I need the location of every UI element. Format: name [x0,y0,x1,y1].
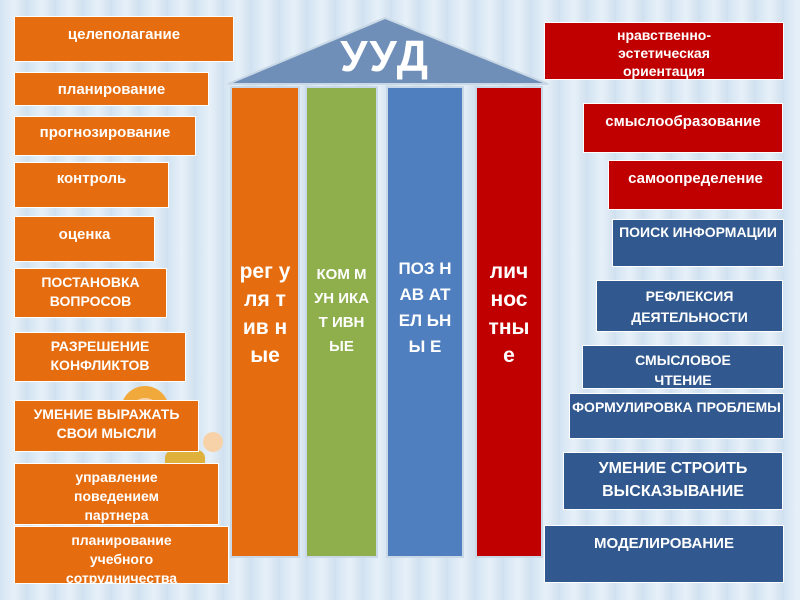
left-item-label: РАЗРЕШЕНИЕ КОНФЛИКТОВ [15,337,185,375]
left-item-asking-questions: ПОСТАНОВКА ВОПРОСОВ [14,268,167,318]
pillar-regulative-label: рег уля тив ные [239,258,291,556]
right-item-problem-formulation: ФОРМУЛИРОВКА ПРОБЛЕМЫ [569,393,784,439]
left-item-forecasting: прогнозирование [14,116,196,156]
pillar-cognitive: ПОЗ НАВ АТЕЛ ЬНЫ Е [386,86,464,558]
left-item-label: оценка [15,225,154,244]
pillar-communicative: КОМ МУН ИКАТ ИВН ЫЕ [305,86,378,558]
right-item-label: самоопределение [609,169,782,188]
right-item-label: МОДЕЛИРОВАНИЕ [545,534,783,553]
right-item-label: смыслообразование [584,112,782,131]
right-item-label: ПОИСК ИНФОРМАЦИИ [613,223,783,242]
right-item-meaning-formation: смыслообразование [583,103,783,153]
right-item-modeling: МОДЕЛИРОВАНИЕ [544,525,784,583]
right-item-label: РЕФЛЕКСИЯ ДЕЯТЕЛЬНОСТИ [597,286,782,328]
pillar-cognitive-label: ПОЗ НАВ АТЕЛ ЬНЫ Е [395,256,455,556]
left-item-goal-setting: целеполагание [14,16,234,62]
right-item-label: СМЫСЛОВОЕ ЧТЕНИЕ [583,350,783,389]
pillar-personal: лич нос тны е [475,86,543,558]
left-item-partner-behavior: управление поведением партнера [14,463,219,525]
right-item-reflection: РЕФЛЕКСИЯ ДЕЯТЕЛЬНОСТИ [596,280,783,332]
left-item-evaluation: оценка [14,216,155,262]
pillar-personal-label: лич нос тны е [484,258,534,556]
right-item-label: ФОРМУЛИРОВКА ПРОБЛЕМЫ [570,397,783,417]
roof-title: УУД [300,32,470,82]
left-item-label: планирование учебного сотрудничества [15,531,228,584]
right-item-label: УМЕНИЕ СТРОИТЬ ВЫСКАЗЫВАНИЕ [564,457,782,503]
right-item-label: нравственно-эстетическая ориентация [545,26,783,80]
left-item-label: управление поведением партнера [15,468,218,525]
right-item-self-determination: самоопределение [608,160,783,210]
right-item-information-search: ПОИСК ИНФОРМАЦИИ [612,219,784,267]
pillar-communicative-label: КОМ МУН ИКАТ ИВН ЫЕ [314,263,370,556]
pillar-regulative: рег уля тив ные [230,86,300,558]
left-item-label: целеполагание [15,25,233,44]
left-item-conflict-resolution: РАЗРЕШЕНИЕ КОНФЛИКТОВ [14,332,186,382]
left-item-label: ПОСТАНОВКА ВОПРОСОВ [15,273,166,311]
left-item-label: контроль [15,169,168,188]
left-item-label: планирование [15,80,208,99]
right-item-moral-orientation: нравственно-эстетическая ориентация [544,22,784,80]
left-item-cooperation-planning: планирование учебного сотрудничества [14,526,229,584]
left-item-label: прогнозирование [15,124,195,142]
left-item-planning: планирование [14,72,209,106]
right-item-building-statements: УМЕНИЕ СТРОИТЬ ВЫСКАЗЫВАНИЕ [563,452,783,510]
right-item-semantic-reading: СМЫСЛОВОЕ ЧТЕНИЕ [582,345,784,389]
left-item-express-thoughts: УМЕНИЕ ВЫРАЖАТЬ СВОИ МЫСЛИ [14,400,199,452]
left-item-label: УМЕНИЕ ВЫРАЖАТЬ СВОИ МЫСЛИ [15,405,198,443]
left-item-control: контроль [14,162,169,208]
